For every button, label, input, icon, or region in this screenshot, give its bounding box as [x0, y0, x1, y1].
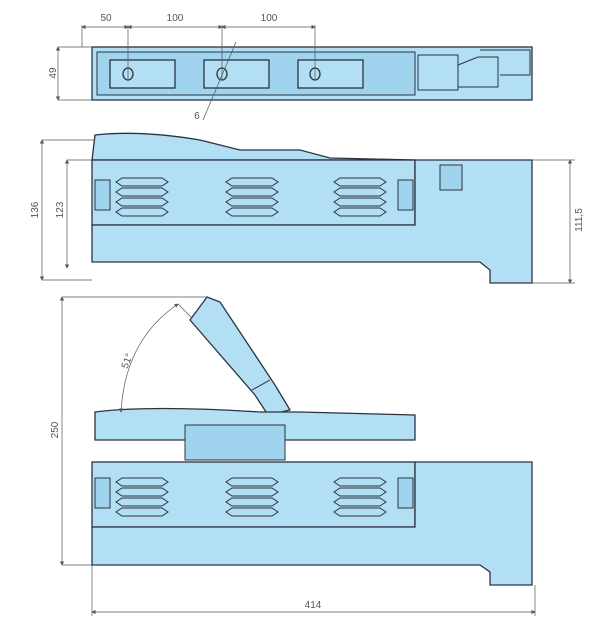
dim-pitch-2: 100 — [261, 13, 278, 24]
side-view-open: 51° 250 414 — [50, 296, 536, 616]
dim-pitch-1: 100 — [167, 13, 184, 24]
side-view-closed: 136 123 111,5 — [30, 132, 585, 284]
dim-right-height: 111,5 — [574, 208, 585, 232]
dim-hole: 9 — [194, 109, 200, 120]
dim-angle: 51° — [120, 352, 136, 370]
dim-body-height: 123 — [55, 201, 66, 218]
dim-overall-height: 136 — [30, 201, 41, 218]
dim-open-height: 250 — [50, 421, 61, 438]
top-view: 50 100 100 49 9 — [48, 13, 533, 121]
dim-first-pitch: 50 — [100, 13, 112, 24]
dim-overall-length: 414 — [305, 600, 322, 611]
dim-depth: 49 — [48, 67, 59, 79]
